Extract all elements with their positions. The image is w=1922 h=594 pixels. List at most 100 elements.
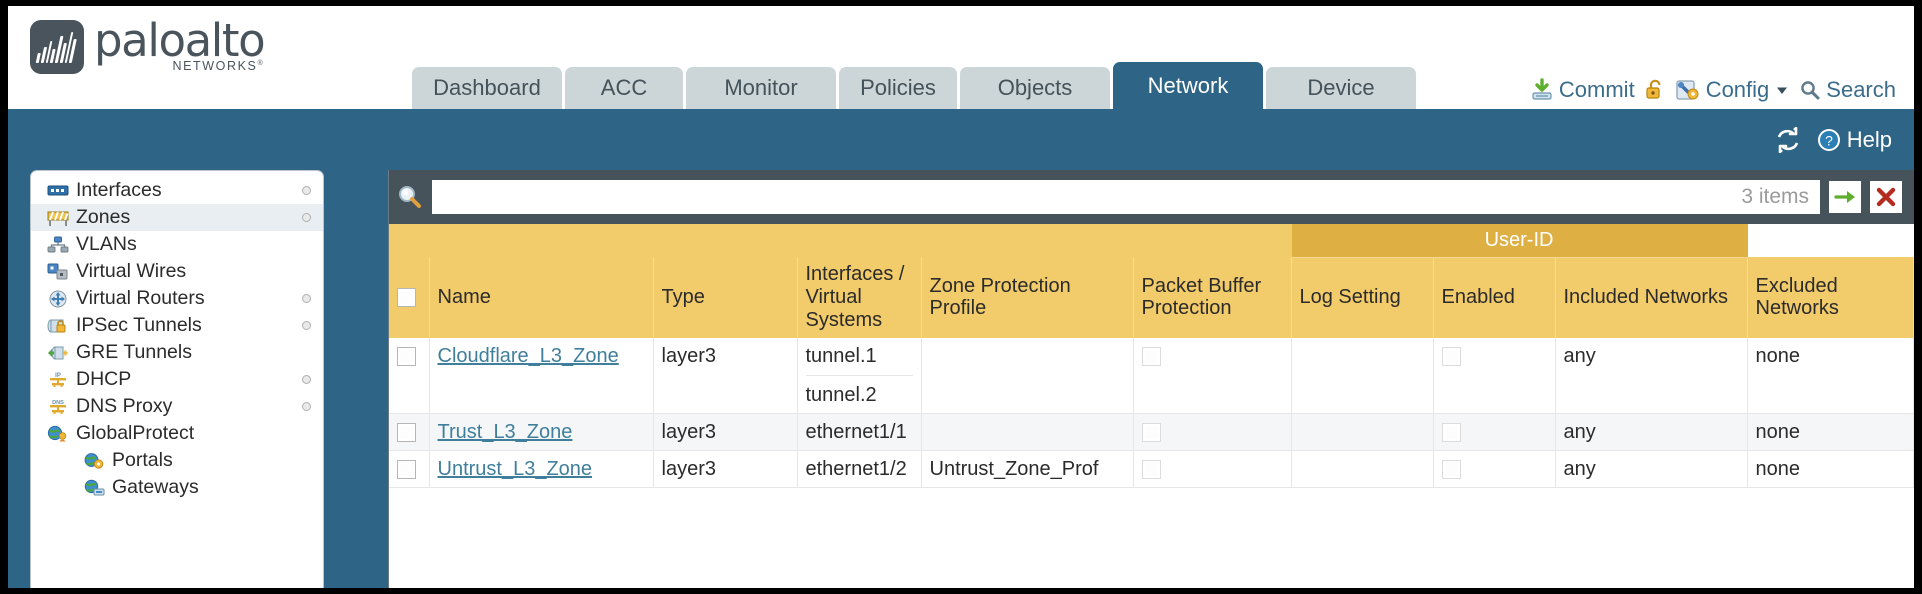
virtual-wires-icon	[47, 263, 69, 281]
zone-link[interactable]: Untrust_L3_Zone	[437, 457, 593, 480]
tab-acc[interactable]: ACC	[565, 67, 683, 109]
column-header-log-setting[interactable]: Log Setting	[1291, 257, 1434, 338]
sidebar-item-virtual-routers[interactable]: Virtual Routers	[31, 285, 323, 312]
sidebar-item-label: GRE Tunnels	[76, 341, 192, 363]
column-header-enabled[interactable]: Enabled	[1433, 257, 1556, 338]
gateways-icon	[83, 479, 105, 497]
svg-text:IP: IP	[55, 373, 61, 379]
clear-filter-button[interactable]	[1870, 181, 1902, 213]
sidebar-item-gre-tunnels[interactable]: GRE Tunnels	[31, 339, 323, 366]
sidebar-status-dot	[302, 402, 311, 411]
ipsec-tunnels-icon	[47, 317, 69, 335]
row-checkbox[interactable]	[397, 422, 416, 442]
search-label: Search	[1826, 77, 1896, 102]
userid-enabled-checkbox[interactable]	[1441, 459, 1461, 479]
tab-objects[interactable]: Objects	[960, 67, 1110, 109]
cell-type: layer3	[653, 337, 798, 414]
help-button[interactable]: ? Help	[1816, 127, 1892, 153]
chevron-down-icon[interactable]	[1774, 82, 1790, 98]
sidebar-item-dhcp[interactable]: IP DHCP	[31, 366, 323, 393]
column-header-type[interactable]: Type	[653, 257, 798, 338]
cell-interfaces: ethernet1/2	[797, 450, 922, 488]
logo-mark-icon	[30, 20, 84, 74]
column-header-name[interactable]: Name	[429, 257, 654, 338]
cell-name: Cloudflare_L3_Zone	[429, 337, 654, 414]
logo-tagline: NETWORKS®	[172, 59, 265, 74]
vlans-icon	[47, 236, 69, 254]
group-header-spacer	[389, 224, 1292, 258]
commit-button[interactable]: Commit	[1530, 77, 1635, 103]
table-row[interactable]: Cloudflare_L3_Zone layer3 tunnel.1 tunne…	[389, 337, 1914, 414]
packet-buffer-protection-checkbox[interactable]	[1141, 422, 1161, 442]
config-icon	[1675, 78, 1701, 102]
sidebar-item-label: IPSec Tunnels	[76, 314, 202, 336]
sidebar-item-portals[interactable]: Portals	[31, 447, 323, 474]
column-header-packet-buffer-protection[interactable]: Packet Buffer Protection	[1133, 257, 1292, 338]
tab-monitor[interactable]: Monitor	[686, 67, 836, 109]
cell-included-networks: any	[1555, 450, 1748, 488]
tab-device[interactable]: Device	[1266, 67, 1416, 109]
table-header-row: Name Type Interfaces / Virtual Systems Z…	[389, 257, 1914, 338]
config-label: Config	[1705, 77, 1770, 102]
commit-label: Commit	[1558, 77, 1635, 102]
select-all-checkbox[interactable]	[397, 288, 416, 308]
sidebar-item-zones[interactable]: Zones	[31, 204, 323, 231]
userid-enabled-checkbox[interactable]	[1441, 422, 1461, 442]
network-sidebar: Interfaces Zones VLANs Vir	[30, 170, 324, 588]
table-row[interactable]: Untrust_L3_Zone layer3 ethernet1/2 Untru…	[389, 450, 1914, 488]
cell-name: Untrust_L3_Zone	[429, 450, 654, 488]
sidebar-item-label: Zones	[76, 206, 131, 228]
config-button[interactable]: Config	[1675, 77, 1791, 103]
unlock-button[interactable]	[1644, 78, 1666, 102]
apply-filter-button[interactable]	[1829, 181, 1861, 213]
sidebar-item-label: DHCP	[76, 368, 132, 390]
search-button[interactable]: Search	[1799, 77, 1896, 103]
row-checkbox[interactable]	[397, 459, 416, 479]
search-icon[interactable]	[397, 184, 423, 210]
column-header-included-networks[interactable]: Included Networks	[1555, 257, 1748, 338]
column-header-zone-protection-profile[interactable]: Zone Protection Profile	[921, 257, 1134, 338]
packet-buffer-protection-checkbox[interactable]	[1141, 459, 1161, 479]
sidebar-item-virtual-wires[interactable]: Virtual Wires	[31, 258, 323, 285]
sidebar-item-label: GlobalProtect	[76, 422, 195, 444]
zones-table: User-ID Name Type Interfaces / Virtual S…	[389, 224, 1914, 488]
cell-log-setting	[1291, 413, 1434, 451]
tab-policies[interactable]: Policies	[839, 67, 957, 109]
row-select-cell	[389, 450, 430, 488]
sidebar-item-label: Portals	[112, 449, 173, 471]
userid-enabled-checkbox[interactable]	[1441, 346, 1461, 366]
cell-packet-buffer-protection	[1133, 450, 1292, 488]
cell-userid-enabled	[1433, 413, 1556, 451]
refresh-icon	[1774, 126, 1802, 153]
interfaces-icon	[47, 182, 69, 200]
zone-link[interactable]: Trust_L3_Zone	[437, 420, 573, 443]
search-input[interactable]: 3 items	[432, 180, 1820, 214]
sidebar-item-dns-proxy[interactable]: DNS DNS Proxy	[31, 393, 323, 420]
sidebar-item-interfaces[interactable]: Interfaces	[31, 177, 323, 204]
column-header-excluded-networks[interactable]: Excluded Networks	[1747, 257, 1914, 338]
top-bar: paloalto NETWORKS® Dashboard ACC Monitor…	[8, 6, 1914, 109]
table-row[interactable]: Trust_L3_Zone layer3 ethernet1/1 any non…	[389, 413, 1914, 451]
sidebar-item-globalprotect[interactable]: GlobalProtect	[31, 420, 323, 447]
refresh-button[interactable]	[1774, 126, 1802, 153]
svg-text:DNS: DNS	[52, 400, 64, 406]
gre-tunnels-icon	[47, 344, 69, 362]
search-icon	[1799, 79, 1821, 101]
sidebar-status-dot	[302, 186, 311, 195]
column-header-interfaces[interactable]: Interfaces / Virtual Systems	[797, 257, 922, 338]
tab-network[interactable]: Network	[1113, 62, 1263, 109]
sidebar-item-label: VLANs	[76, 233, 137, 255]
zone-link[interactable]: Cloudflare_L3_Zone	[437, 344, 619, 367]
cell-excluded-networks: none	[1747, 450, 1914, 488]
row-select-cell	[389, 413, 430, 451]
tab-dashboard[interactable]: Dashboard	[412, 67, 562, 109]
select-all-header	[389, 257, 430, 338]
packet-buffer-protection-checkbox[interactable]	[1141, 346, 1161, 366]
sidebar-item-gateways[interactable]: Gateways	[31, 474, 323, 501]
cell-included-networks: any	[1555, 413, 1748, 451]
cell-excluded-networks: none	[1747, 337, 1914, 414]
sidebar-item-ipsec-tunnels[interactable]: IPSec Tunnels	[31, 312, 323, 339]
row-checkbox[interactable]	[397, 346, 416, 366]
cell-excluded-networks: none	[1747, 413, 1914, 451]
sidebar-item-vlans[interactable]: VLANs	[31, 231, 323, 258]
